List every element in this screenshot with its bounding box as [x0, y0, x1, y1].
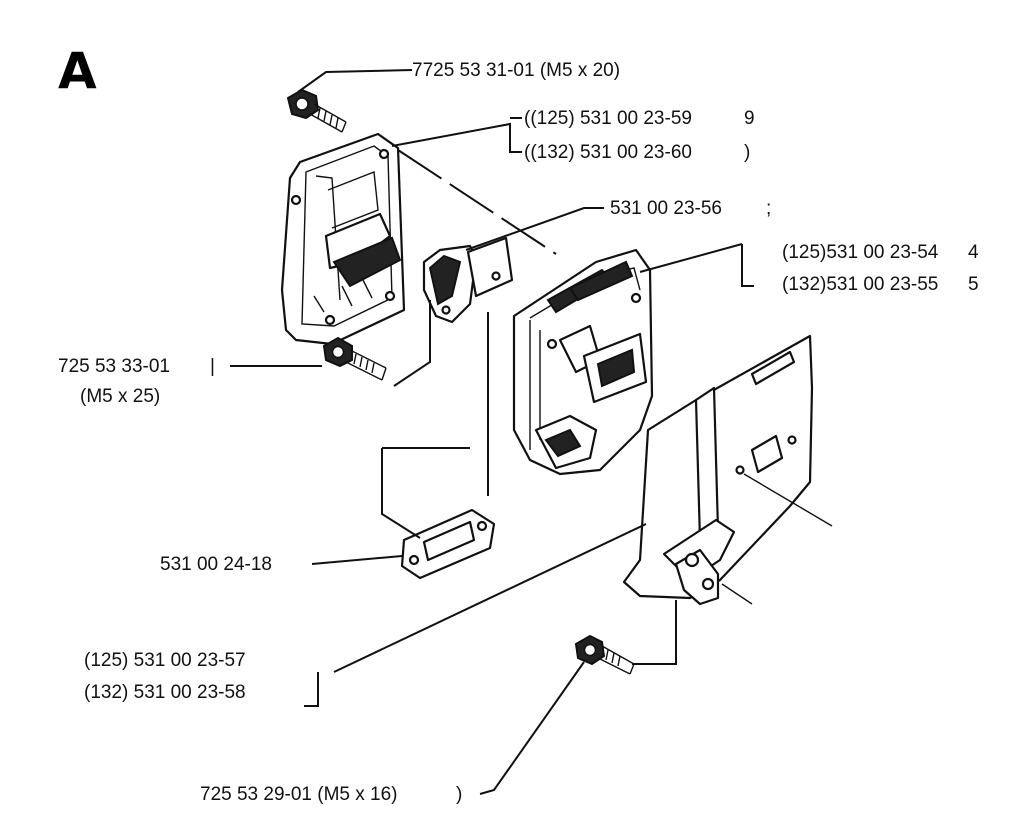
label-cover-132-mark: )	[744, 142, 750, 163]
label-cover-125: ((125) 531 00 23-59	[524, 108, 692, 129]
label-cover-125-mark: 9	[744, 108, 755, 129]
label-gasket: 531 00 24-18	[160, 554, 272, 575]
label-plate-125: (125) 531 00 23-57	[84, 650, 246, 671]
label-bracket: 531 00 23-56	[610, 198, 722, 219]
label-screw-m5x20: 7725 53 31-01 (M5 x 20)	[412, 60, 620, 81]
deflector-bracket	[422, 236, 514, 324]
label-screw-m5x25: 725 53 33-01	[58, 356, 170, 377]
label-cover-132: ((132) 531 00 23-60	[524, 142, 692, 163]
label-bracket-mark: ;	[766, 198, 771, 219]
label-plate-132: (132) 531 00 23-58	[84, 682, 246, 703]
section-letter: A	[58, 42, 97, 100]
label-screw-m5x25-mark: |	[210, 356, 215, 377]
label-screw-m5x16: 725 53 29-01 (M5 x 16)	[200, 784, 398, 805]
label-muffler-132: (132)531 00 23-55	[782, 274, 938, 295]
screw-m5x16	[574, 634, 635, 675]
part-labels: 7725 53 31-01 (M5 x 20) ((125) 531 00 23…	[58, 60, 979, 805]
gasket	[400, 508, 496, 580]
label-muffler-132-mark: 5	[968, 274, 979, 295]
heat-shield-plate	[622, 334, 833, 606]
label-screw-m5x25-size: (M5 x 25)	[80, 386, 160, 407]
muffler-cover	[280, 132, 406, 346]
label-muffler-125: (125)531 00 23-54	[782, 242, 939, 263]
muffler	[512, 248, 654, 476]
screw-m5x25	[322, 336, 387, 381]
label-muffler-125-mark: 4	[968, 242, 979, 263]
label-screw-m5x16-mark: )	[456, 784, 462, 805]
screw-m5x20	[286, 88, 347, 133]
assembly-lines	[230, 69, 754, 795]
